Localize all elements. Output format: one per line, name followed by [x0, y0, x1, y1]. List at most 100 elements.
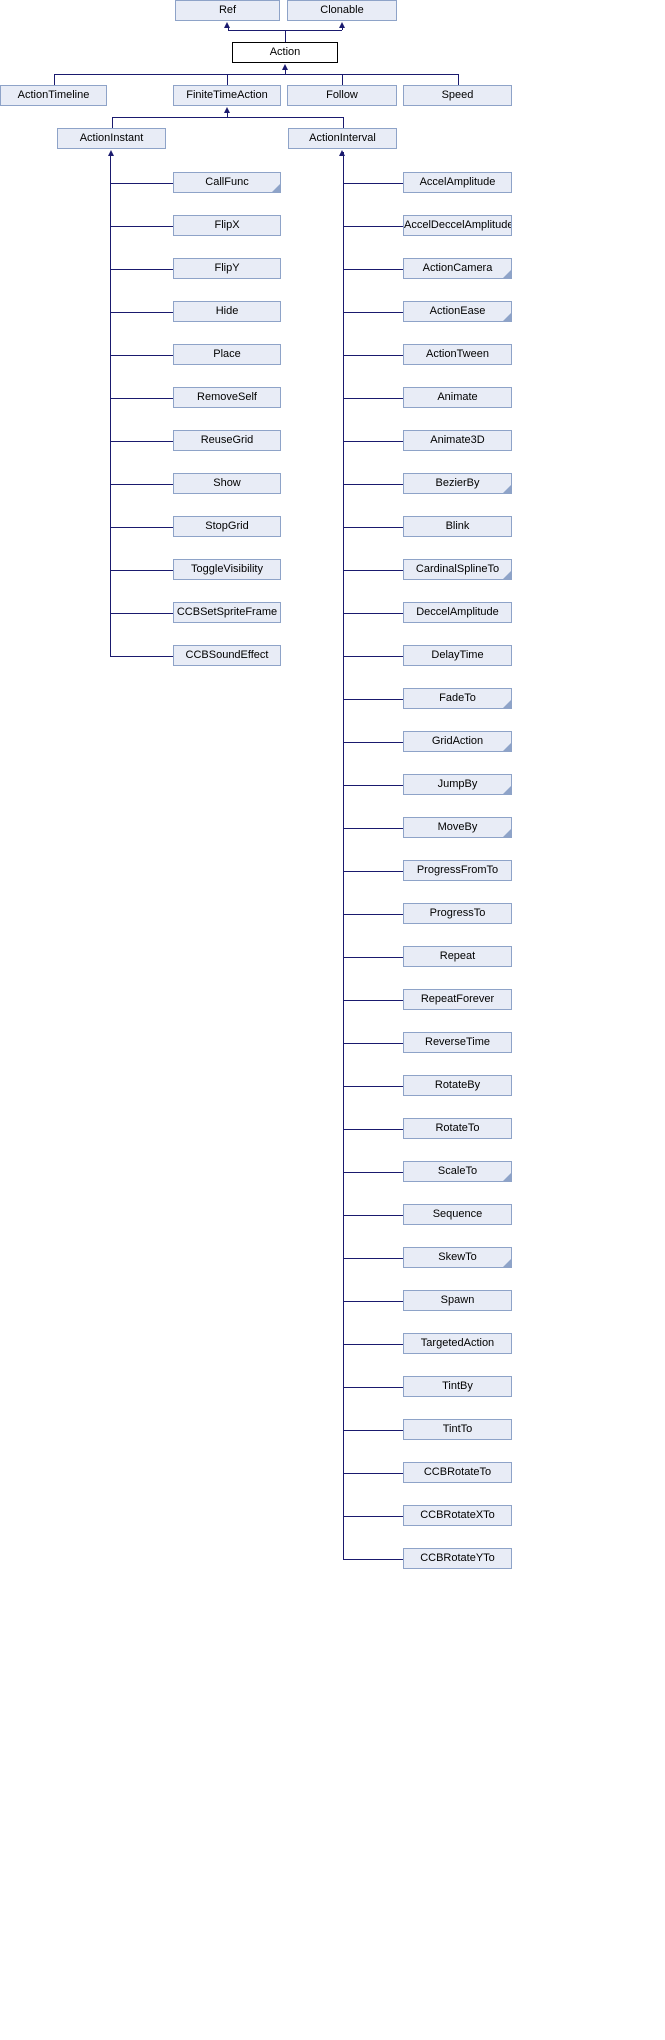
class-node-remove-self[interactable]: RemoveSelf — [173, 387, 281, 408]
class-node-accel-amplitude[interactable]: AccelAmplitude — [403, 172, 512, 193]
class-node-animate3-d[interactable]: Animate3D — [403, 430, 512, 451]
action-interval-edge-reverse-time — [343, 1043, 403, 1044]
class-node-skew-to[interactable]: SkewTo — [403, 1247, 512, 1268]
edge-action-stub — [285, 70, 286, 74]
action-interval-edge-ccbrotate-to — [343, 1473, 403, 1474]
class-node-action-ease[interactable]: ActionEase — [403, 301, 512, 322]
action-interval-edge-ccbrotate-xto — [343, 1516, 403, 1517]
class-node-finite-time-action[interactable]: FiniteTimeAction — [173, 85, 281, 106]
class-node-ccbrotate-to[interactable]: CCBRotateTo — [403, 1462, 512, 1483]
class-node-flip-y[interactable]: FlipY — [173, 258, 281, 279]
class-node-tint-to[interactable]: TintTo — [403, 1419, 512, 1440]
class-node-show[interactable]: Show — [173, 473, 281, 494]
action-interval-edge-repeat-forever — [343, 1000, 403, 1001]
action-instant-edge-ccbsound-effect — [110, 656, 173, 657]
class-node-rotate-to[interactable]: RotateTo — [403, 1118, 512, 1139]
action-instant-edge-show — [110, 484, 173, 485]
action-interval-edge-animate — [343, 398, 403, 399]
action-interval-edge-scale-to — [343, 1172, 403, 1173]
action-interval-edge-rotate-to — [343, 1129, 403, 1130]
action-interval-edge-delay-time — [343, 656, 403, 657]
inheritance-arrow-icon-action-instant — [108, 150, 114, 156]
action-interval-edge-skew-to — [343, 1258, 403, 1259]
class-node-targeted-action[interactable]: TargetedAction — [403, 1333, 512, 1354]
class-node-ref[interactable]: Ref — [175, 0, 280, 21]
class-node-clonable[interactable]: Clonable — [287, 0, 397, 21]
action-instant-edge-ccbset-sprite-frame — [110, 613, 173, 614]
class-node-action-instant[interactable]: ActionInstant — [57, 128, 166, 149]
action-instant-trunk — [110, 152, 111, 656]
action-interval-edge-move-by — [343, 828, 403, 829]
class-node-speed[interactable]: Speed — [403, 85, 512, 106]
class-node-ccbrotate-yto[interactable]: CCBRotateYTo — [403, 1548, 512, 1569]
class-node-call-func[interactable]: CallFunc — [173, 172, 281, 193]
class-node-toggle-visibility[interactable]: ToggleVisibility — [173, 559, 281, 580]
class-node-rotate-by[interactable]: RotateBy — [403, 1075, 512, 1096]
inheritance-arrow-icon-ref — [224, 22, 230, 28]
action-instant-edge-hide — [110, 312, 173, 313]
action-instant-edge-flip-y — [110, 269, 173, 270]
class-node-repeat[interactable]: Repeat — [403, 946, 512, 967]
class-node-tint-by[interactable]: TintBy — [403, 1376, 512, 1397]
inheritance-arrow-icon-action — [281, 64, 288, 70]
class-node-reverse-time[interactable]: ReverseTime — [403, 1032, 512, 1053]
class-node-progress-to[interactable]: ProgressTo — [403, 903, 512, 924]
class-node-scale-to[interactable]: ScaleTo — [403, 1161, 512, 1182]
action-interval-edge-fade-to — [343, 699, 403, 700]
class-node-progress-from-to[interactable]: ProgressFromTo — [403, 860, 512, 881]
class-node-action-timeline[interactable]: ActionTimeline — [0, 85, 107, 106]
action-interval-edge-cardinal-spline-to — [343, 570, 403, 571]
edge-level4-riser-action-instant — [111, 117, 113, 128]
action-interval-edge-jump-by — [343, 785, 403, 786]
class-node-stop-grid[interactable]: StopGrid — [173, 516, 281, 537]
edge-clonable-stub — [342, 28, 343, 30]
edge-fta-stub — [227, 113, 228, 117]
class-node-delay-time[interactable]: DelayTime — [403, 645, 512, 666]
action-interval-edge-progress-from-to — [343, 871, 403, 872]
class-node-reuse-grid[interactable]: ReuseGrid — [173, 430, 281, 451]
inheritance-arrow-icon-finitetimeaction — [223, 107, 230, 113]
action-instant-edge-toggle-visibility — [110, 570, 173, 571]
edge-level3-bus — [53, 74, 458, 75]
edge-level3-riser-action-timeline — [53, 74, 55, 85]
class-node-deccel-amplitude[interactable]: DeccelAmplitude — [403, 602, 512, 623]
class-node-ccbsound-effect[interactable]: CCBSoundEffect — [173, 645, 281, 666]
class-node-blink[interactable]: Blink — [403, 516, 512, 537]
class-node-spawn[interactable]: Spawn — [403, 1290, 512, 1311]
class-node-repeat-forever[interactable]: RepeatForever — [403, 989, 512, 1010]
action-interval-edge-sequence — [343, 1215, 403, 1216]
class-node-animate[interactable]: Animate — [403, 387, 512, 408]
action-interval-edge-rotate-by — [343, 1086, 403, 1087]
class-node-grid-action[interactable]: GridAction — [403, 731, 512, 752]
class-node-cardinal-spline-to[interactable]: CardinalSplineTo — [403, 559, 512, 580]
class-node-action-tween[interactable]: ActionTween — [403, 344, 512, 365]
action-interval-edge-action-ease — [343, 312, 403, 313]
action-interval-edge-tint-to — [343, 1430, 403, 1431]
class-node-bezier-by[interactable]: BezierBy — [403, 473, 512, 494]
action-instant-edge-remove-self — [110, 398, 173, 399]
class-node-place[interactable]: Place — [173, 344, 281, 365]
class-node-hide[interactable]: Hide — [173, 301, 281, 322]
action-interval-edge-progress-to — [343, 914, 403, 915]
class-node-move-by[interactable]: MoveBy — [403, 817, 512, 838]
action-interval-edge-action-tween — [343, 355, 403, 356]
class-node-fade-to[interactable]: FadeTo — [403, 688, 512, 709]
class-node-action[interactable]: Action — [232, 42, 338, 63]
edge-level3-riser-follow — [342, 74, 343, 85]
class-node-jump-by[interactable]: JumpBy — [403, 774, 512, 795]
action-interval-edge-deccel-amplitude — [343, 613, 403, 614]
class-node-action-camera[interactable]: ActionCamera — [403, 258, 512, 279]
class-node-action-interval[interactable]: ActionInterval — [288, 128, 397, 149]
action-interval-edge-spawn — [343, 1301, 403, 1302]
edge-level4-riser-action-interval — [342, 117, 344, 128]
class-node-ccbrotate-xto[interactable]: CCBRotateXTo — [403, 1505, 512, 1526]
class-node-accel-deccel-amplitude[interactable]: AccelDeccelAmplitude — [403, 215, 512, 236]
class-node-follow[interactable]: Follow — [287, 85, 397, 106]
class-node-sequence[interactable]: Sequence — [403, 1204, 512, 1225]
class-node-ccbset-sprite-frame[interactable]: CCBSetSpriteFrame — [173, 602, 281, 623]
inheritance-arrow-icon-action-interval — [339, 150, 345, 156]
action-interval-edge-action-camera — [343, 269, 403, 270]
class-node-flip-x[interactable]: FlipX — [173, 215, 281, 236]
action-instant-edge-reuse-grid — [110, 441, 173, 442]
